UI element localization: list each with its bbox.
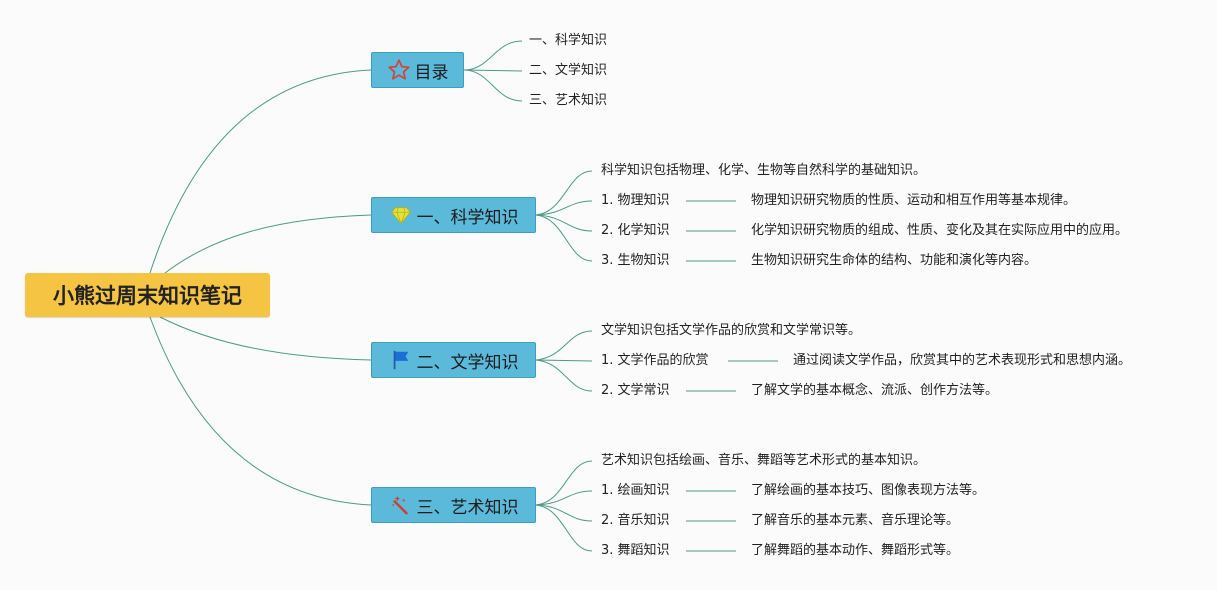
topic-literature-label: 二、文学知识 — [416, 352, 519, 373]
edge-art-3 — [535, 504, 593, 552]
toc-item[interactable]: 三、艺术知识 — [529, 93, 608, 108]
art-item-label[interactable]: 3. 舞蹈知识 — [601, 543, 670, 558]
gem-icon — [389, 203, 413, 227]
literature-item-detail[interactable]: 了解文学的基本概念、流派、创作方法等。 — [751, 383, 999, 398]
science-intro[interactable]: 科学知识包括物理、化学、生物等自然科学的基础知识。 — [601, 163, 927, 178]
literature-item-label[interactable]: 2. 文学常识 — [601, 383, 670, 398]
edge-art-2 — [535, 504, 593, 522]
star-icon — [387, 58, 411, 82]
science-item-detail[interactable]: 物理知识研究物质的性质、运动和相互作用等基本规律。 — [751, 193, 1077, 208]
literature-item-label[interactable]: 1. 文学作品的欣赏 — [601, 353, 709, 368]
topic-toc-label: 目录 — [414, 62, 449, 83]
edge-literature-intro — [535, 330, 593, 361]
edge-art-intro — [535, 460, 593, 506]
topic-literature[interactable]: 二、文学知识 — [371, 342, 536, 378]
flag-icon — [389, 348, 413, 372]
topic-science-label: 一、科学知识 — [416, 207, 519, 228]
art-item-label[interactable]: 1. 绘画知识 — [601, 483, 670, 498]
root-topic[interactable]: 小熊过周末知识笔记 — [25, 273, 270, 317]
topic-toc[interactable]: 目录 — [371, 52, 464, 88]
art-item-detail[interactable]: 了解音乐的基本元素、音乐理论等。 — [751, 513, 960, 528]
topic-art-label: 三、艺术知识 — [416, 497, 519, 518]
edge-root-literature — [159, 316, 372, 361]
literature-intro[interactable]: 文学知识包括文学作品的欣赏和文学常识等。 — [601, 323, 862, 338]
science-item-label[interactable]: 1. 物理知识 — [601, 193, 670, 208]
literature-item-detail[interactable]: 通过阅读文学作品，欣赏其中的艺术表现形式和思想内涵。 — [793, 353, 1132, 368]
edge-science-intro — [535, 170, 593, 216]
science-item-detail[interactable]: 化学知识研究物质的组成、性质、变化及其在实际应用中的应用。 — [751, 223, 1129, 238]
edge-root-toc — [149, 69, 372, 274]
edge-literature-1 — [535, 359, 593, 362]
edge-toc-3 — [463, 69, 523, 102]
science-item-detail[interactable]: 生物知识研究生命体的结构、功能和演化等内容。 — [751, 253, 1038, 268]
edge-literature-2 — [535, 359, 593, 392]
science-item-label[interactable]: 3. 生物知识 — [601, 253, 670, 268]
topic-science[interactable]: 一、科学知识 — [371, 197, 536, 233]
edge-root-art — [149, 316, 372, 506]
magic-wand-icon — [389, 493, 413, 517]
science-item-label[interactable]: 2. 化学知识 — [601, 223, 670, 238]
edge-toc-1 — [463, 40, 523, 71]
art-intro[interactable]: 艺术知识包括绘画、音乐、舞蹈等艺术形式的基本知识。 — [601, 453, 927, 468]
edge-science-1 — [535, 200, 593, 216]
edge-toc-2 — [463, 69, 523, 72]
art-item-detail[interactable]: 了解舞蹈的基本动作、舞蹈形式等。 — [751, 543, 960, 558]
edge-science-3 — [535, 214, 593, 262]
art-item-detail[interactable]: 了解绘画的基本技巧、图像表现方法等。 — [751, 483, 986, 498]
toc-item[interactable]: 一、科学知识 — [529, 33, 608, 48]
topic-art[interactable]: 三、艺术知识 — [371, 487, 536, 523]
edge-root-science — [164, 214, 372, 274]
edge-science-2 — [535, 214, 593, 232]
art-item-label[interactable]: 2. 音乐知识 — [601, 513, 670, 528]
toc-item[interactable]: 二、文学知识 — [529, 63, 608, 78]
edge-art-1 — [535, 490, 593, 506]
